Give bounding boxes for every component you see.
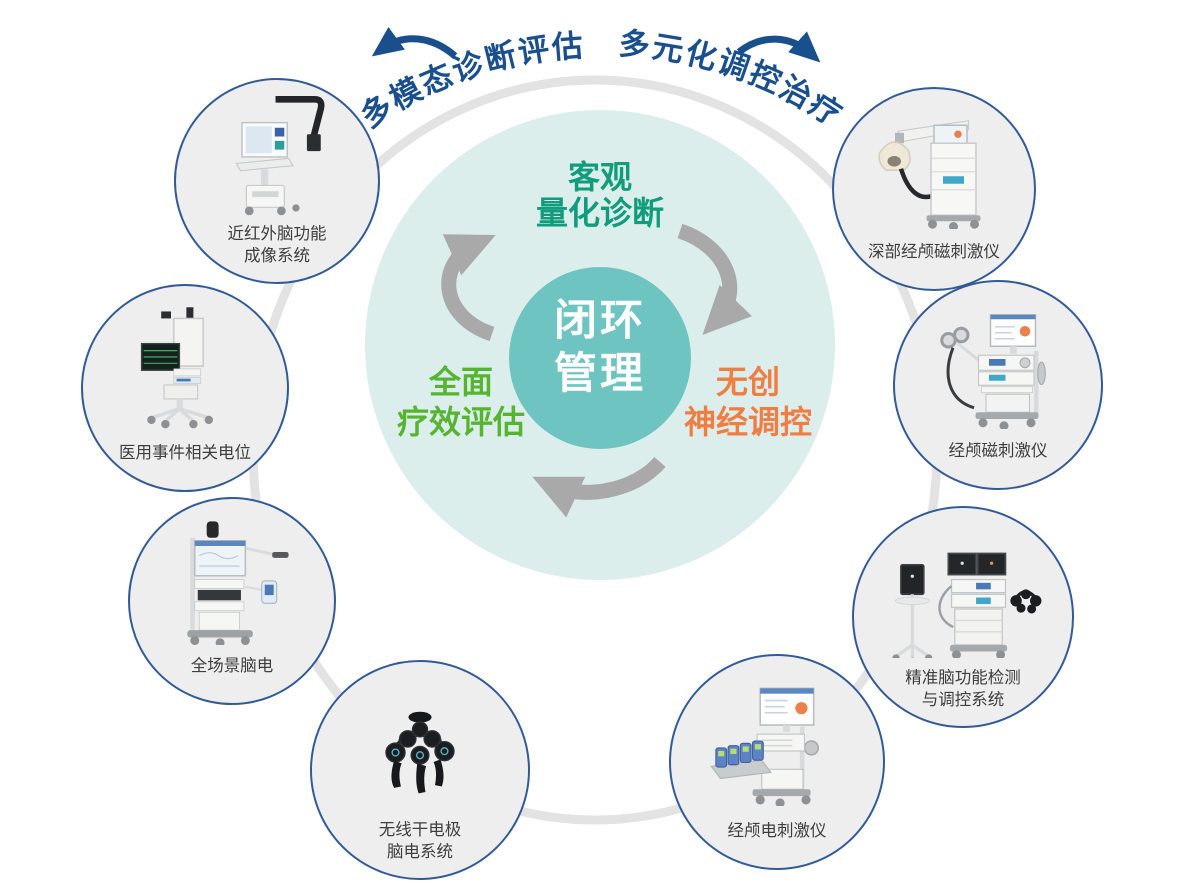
headset-device-image bbox=[385, 711, 455, 794]
cycle-arrow-left-icon bbox=[441, 234, 496, 342]
device-label-erp: 医用事件相关电位 bbox=[119, 443, 251, 462]
device-label-precision: 精准脑功能检测 与调控系统 bbox=[905, 668, 1021, 709]
center-circle bbox=[509, 267, 691, 449]
phase-top-line1: 客观 bbox=[568, 159, 632, 195]
cycle-arrow-right-icon bbox=[677, 223, 752, 336]
nirs-device-image bbox=[235, 96, 325, 216]
device-label-headset: 无线干电极 脑电系统 bbox=[378, 820, 462, 861]
device-circle-headset: 无线干电极 脑电系统 bbox=[310, 660, 530, 880]
device-circle-tms: 经颅磁刺激仪 bbox=[893, 280, 1103, 490]
center-title-line2: 管理 bbox=[554, 350, 646, 398]
arc-arrow-right-icon bbox=[736, 31, 821, 63]
tms-device-image bbox=[940, 314, 1046, 429]
phase-right-line2: 神经调控 bbox=[684, 404, 812, 440]
dtms-device-image bbox=[878, 120, 981, 229]
device-circle-nirs: 近红外脑功能 成像系统 bbox=[174, 78, 380, 284]
arc-arrow-left-icon bbox=[371, 26, 458, 59]
device-circle-precision: 精准脑功能检测 与调控系统 bbox=[852, 506, 1074, 728]
device-circle-dtms: 深部经颅磁刺激仪 bbox=[832, 87, 1036, 291]
device-circle-erp: 医用事件相关电位 bbox=[81, 284, 289, 492]
device-label-eeg: 全场景脑电 bbox=[190, 656, 274, 675]
device-circle-tes: 经颅电刺激仪 bbox=[669, 654, 885, 870]
device-label-nirs: 近红外脑功能 成像系统 bbox=[227, 224, 327, 265]
erp-device-image bbox=[140, 307, 213, 429]
tes-stimulator-units bbox=[715, 740, 764, 768]
device-label-dtms: 深部经颅磁刺激仪 bbox=[868, 242, 1000, 261]
eeg-device-image bbox=[187, 521, 289, 645]
precision-device-image bbox=[892, 552, 1042, 658]
device-circle-eeg: 全场景脑电 bbox=[128, 497, 336, 705]
phase-right-line1: 无创 bbox=[716, 364, 780, 400]
precision-headset-icon bbox=[1010, 589, 1042, 614]
cycle-arrow-bottom-icon bbox=[532, 456, 666, 518]
phase-top-line2: 量化诊断 bbox=[536, 195, 664, 231]
tes-device-image bbox=[710, 687, 820, 806]
phase-left-line2: 疗效评估 bbox=[397, 404, 525, 440]
device-label-tms: 经颅磁刺激仪 bbox=[948, 441, 1048, 460]
device-label-tes: 经颅电刺激仪 bbox=[727, 821, 827, 840]
center-title-line1: 闭环 bbox=[554, 297, 646, 345]
phase-left-line1: 全面 bbox=[428, 364, 493, 400]
